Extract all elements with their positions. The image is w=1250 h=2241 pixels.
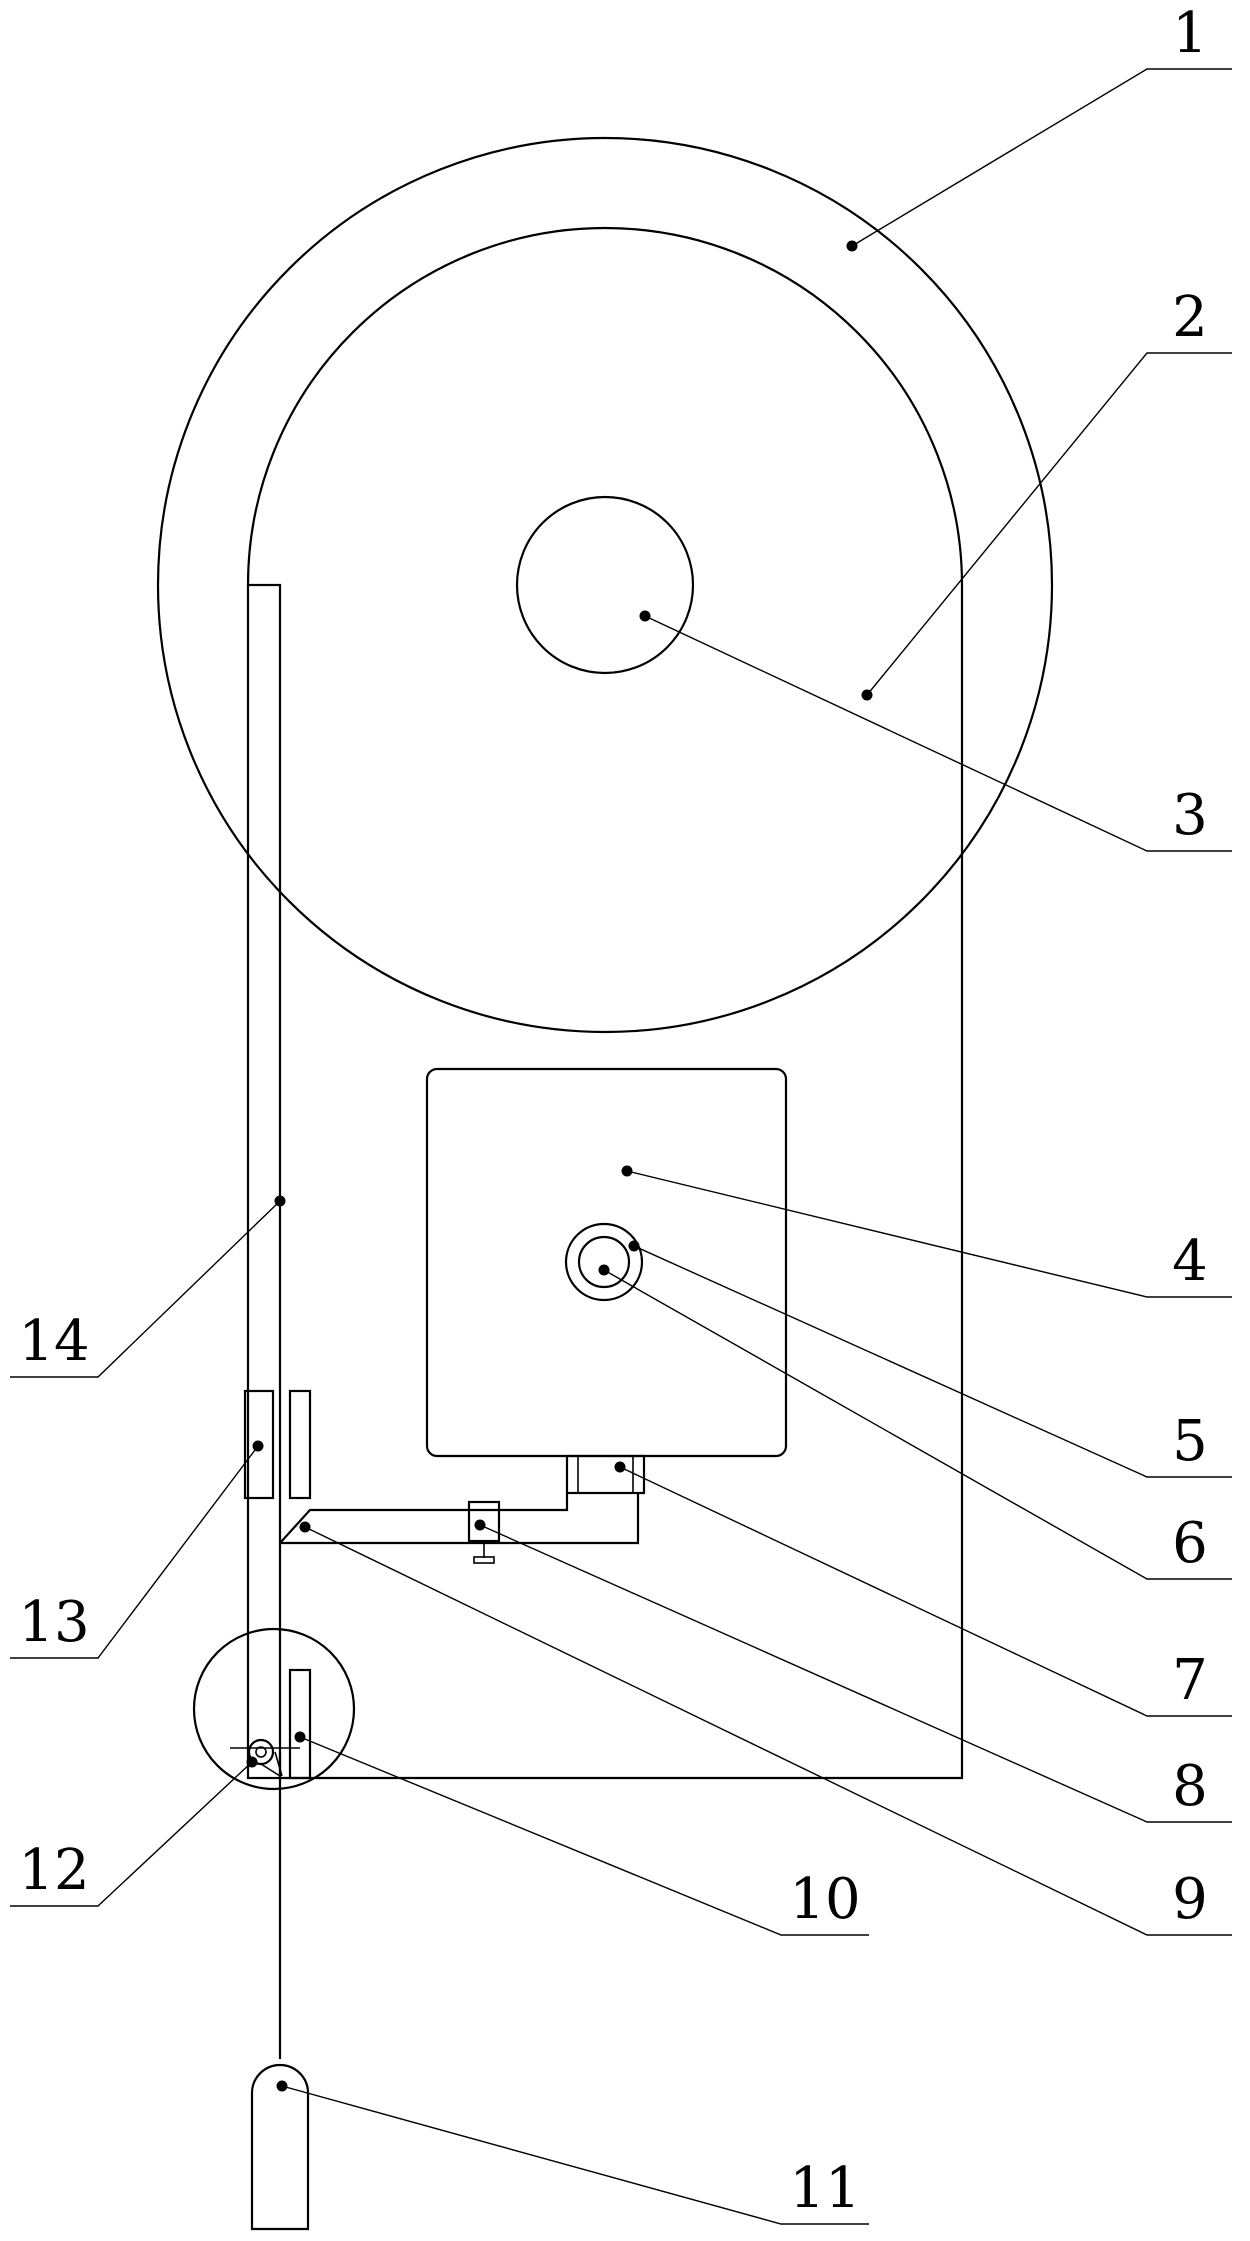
callout-label-4: 4: [1172, 1229, 1208, 1294]
guide-block-left: [243, 1389, 275, 1500]
left-rail: [246, 583, 282, 1780]
callout-label-1: 1: [1172, 1, 1208, 66]
callout-label-11: 11: [789, 2156, 860, 2221]
leader-lines: [10, 68, 1232, 2225]
callout-label-8: 8: [1172, 1754, 1208, 1819]
callout-label-14: 14: [18, 1309, 89, 1374]
callout-dots: [246, 240, 873, 2092]
connector: [565, 1454, 646, 1495]
stop-block: [288, 1668, 312, 1780]
housing-plate: [246, 226, 964, 1780]
detail-circle: [192, 1627, 356, 1791]
guide-block-right: [288, 1389, 312, 1500]
outer-disc: [156, 136, 1054, 1034]
callout-label-12: 12: [18, 1838, 89, 1903]
callout-label-13: 13: [18, 1590, 89, 1655]
callout-label-6: 6: [1172, 1511, 1208, 1576]
callout-label-9: 9: [1172, 1867, 1208, 1932]
callout-label-7: 7: [1172, 1648, 1208, 1713]
hanging-weight: [250, 2063, 310, 2231]
motor-box: [425, 1067, 788, 1458]
linkage-arm: [279, 1493, 640, 1545]
callout-label-10: 10: [789, 1867, 860, 1932]
hub-circle: [515, 495, 695, 675]
callout-label-3: 3: [1172, 783, 1208, 848]
callout-label-2: 2: [1172, 285, 1208, 350]
callout-label-5: 5: [1172, 1409, 1208, 1474]
shaft-outer-ring: [564, 1222, 644, 1302]
shaft-inner-ring: [577, 1235, 631, 1289]
